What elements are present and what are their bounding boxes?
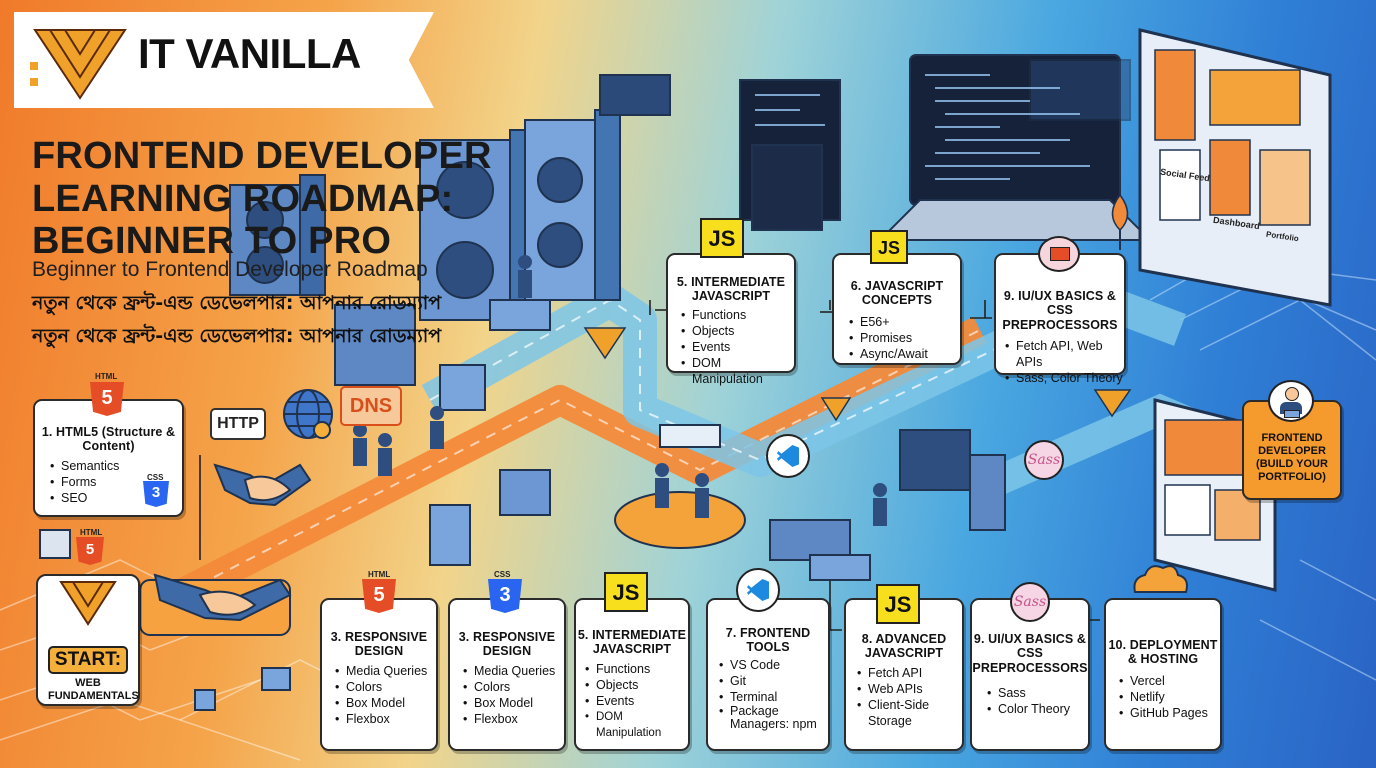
vscode-icon: [766, 434, 810, 478]
card-responsive-design-a: 3. RESPONSIVE DESIGN Media Queries Color…: [320, 598, 438, 751]
list-item: E56+: [848, 314, 960, 330]
list-item: Flexbox: [334, 711, 436, 727]
card-uiux-bottom: 9. UI/UX BASICS & CSS PREPROCESSORS Sass…: [970, 598, 1090, 751]
js-icon: JS: [700, 218, 744, 258]
card-frontend-tools: 7. FRONTEND TOOLS VS Code Git Terminal P…: [706, 598, 830, 751]
card-deployment: 10. DEPLOYMENT & HOSTING Vercel Netlify …: [1104, 598, 1222, 751]
list-item: Git: [718, 673, 828, 689]
js-icon: JS: [604, 572, 648, 612]
list-item: Box Model: [462, 695, 564, 711]
list-item: SEO: [49, 490, 182, 506]
list-item: Web APIs: [856, 681, 962, 697]
html5-icon: 5: [90, 382, 124, 416]
list-item: Vercel: [1118, 673, 1220, 689]
http-label: HTTP: [210, 408, 266, 440]
list-item: Client-Side Storage: [856, 697, 962, 729]
list-item: Events: [680, 339, 794, 355]
css-tag: CSS: [147, 473, 164, 482]
list-item: Fetch API, Web APIs: [1004, 338, 1124, 370]
card-intermediate-js-bottom: 5. INTERMEDIATE JAVASCRIPT Functions Obj…: [574, 598, 690, 751]
dns-icon: DNS: [340, 386, 402, 426]
list-item: Fetch API: [856, 665, 962, 681]
subtitle: Beginner to Frontend Developer Roadmap: [32, 258, 428, 281]
card-title: 5. INTERMEDIATE JAVASCRIPT: [577, 628, 687, 657]
card-intermediate-js-top: 5. INTERMEDIATE JAVASCRIPT Functions Obj…: [666, 253, 796, 386]
list-item: Media Queries: [334, 663, 436, 679]
card-title: 3. RESPONSIVE DESIGN: [458, 630, 556, 659]
vanilla-logo-icon: [30, 29, 127, 100]
card-goal: FRONTEND DEVELOPER (BUILD YOUR PORTFOLIO…: [1242, 400, 1342, 500]
js-icon: JS: [870, 230, 908, 264]
sass-icon: Sass: [1010, 582, 1050, 622]
list-item: Box Model: [334, 695, 436, 711]
card-title: 9. UI/UX BASICS & CSS PREPROCESSORS: [972, 632, 1088, 675]
list-item: Flexbox: [462, 711, 564, 727]
list-item: GitHub Pages: [1118, 705, 1220, 721]
list-item: Events: [584, 693, 688, 709]
list-item: Color Theory: [986, 701, 1088, 717]
list-item: Objects: [584, 677, 688, 693]
html5-icon: 5: [76, 537, 104, 565]
list-item: Media Queries: [462, 663, 564, 679]
list-item: Colors: [334, 679, 436, 695]
card-title: 7. FRONTEND TOOLS: [725, 626, 811, 655]
list-item: Objects: [680, 323, 794, 339]
monitor-icon: [1038, 236, 1080, 272]
css3-icon: 3: [143, 481, 169, 507]
list-item: Sass: [986, 685, 1088, 701]
css-tag: CSS: [494, 570, 511, 579]
list-item: Functions: [584, 661, 688, 677]
list-item: Functions: [680, 307, 794, 323]
bengali-line-1: নতুন থেকে ফ্রন্ট-এন্ড ডেভেলপার: আপনার রো…: [32, 292, 442, 314]
list-item: DOM Manipulation: [584, 709, 688, 741]
list-item: Terminal: [718, 689, 828, 705]
list-item: Promises: [848, 330, 960, 346]
list-item: Sass, Color Theory: [1004, 370, 1124, 386]
start-label: START:: [47, 646, 129, 674]
css3-icon: 3: [488, 579, 522, 613]
card-responsive-design-b: 3. RESPONSIVE DESIGN Media Queries Color…: [448, 598, 566, 751]
list-item: Forms: [49, 474, 182, 490]
html-tag: HTML: [368, 570, 391, 579]
card-title: 1. HTML5 (Structure & Content): [41, 425, 176, 454]
list-item: Colors: [462, 679, 564, 695]
title-line-2: LEARNING ROADMAP:: [32, 178, 454, 220]
html-tag: HTML: [95, 372, 118, 381]
vanilla-logo-icon: [59, 581, 117, 626]
html5-icon: 5: [362, 579, 396, 613]
html-tag: HTML: [80, 528, 103, 537]
card-title: 6. JAVASCRIPT CONCEPTS: [850, 279, 944, 308]
goal-title: FRONTEND DEVELOPER (BUILD YOUR PORTFOLIO…: [1256, 432, 1328, 483]
card-uiux-top: 9. IU/UX BASICS & CSS PREPROCESSORS Fetc…: [994, 253, 1126, 386]
title-line-3: BEGINNER TO PRO: [32, 220, 392, 262]
list-item: Package Managers: npm: [718, 704, 828, 731]
title-line-1: FRONTEND DEVELOPER: [32, 135, 492, 177]
bengali-line-2: নতুন থেকে ফ্রন্ট-এন্ড ডেভেলপার: আপনার রো…: [32, 325, 442, 347]
vscode-icon: [736, 568, 780, 612]
card-title: 3. RESPONSIVE DESIGN: [330, 630, 428, 659]
list-item: Semantics: [49, 458, 182, 474]
list-item: Netlify: [1118, 689, 1220, 705]
card-title: 8. ADVANCED JAVASCRIPT: [861, 632, 947, 661]
list-item: VS Code: [718, 657, 828, 673]
list-item: Async/Await: [848, 346, 960, 362]
card-title: 10. DEPLOYMENT & HOSTING: [1108, 638, 1218, 667]
start-sub: WEB FUNDAMENTALS: [48, 677, 139, 702]
logo-text: IT VANILLA: [138, 30, 361, 77]
card-title: 9. IU/UX BASICS & CSS PREPROCESSORS: [1002, 289, 1118, 332]
developer-avatar-icon: [1268, 380, 1314, 422]
list-item: DOM Manipulation: [680, 355, 794, 387]
card-js-concepts: 6. JAVASCRIPT CONCEPTS E56+ Promises Asy…: [832, 253, 962, 365]
card-title: 5. INTERMEDIATE JAVASCRIPT: [676, 275, 786, 304]
sass-icon: Sass: [1024, 440, 1064, 480]
js-icon: JS: [876, 584, 920, 624]
